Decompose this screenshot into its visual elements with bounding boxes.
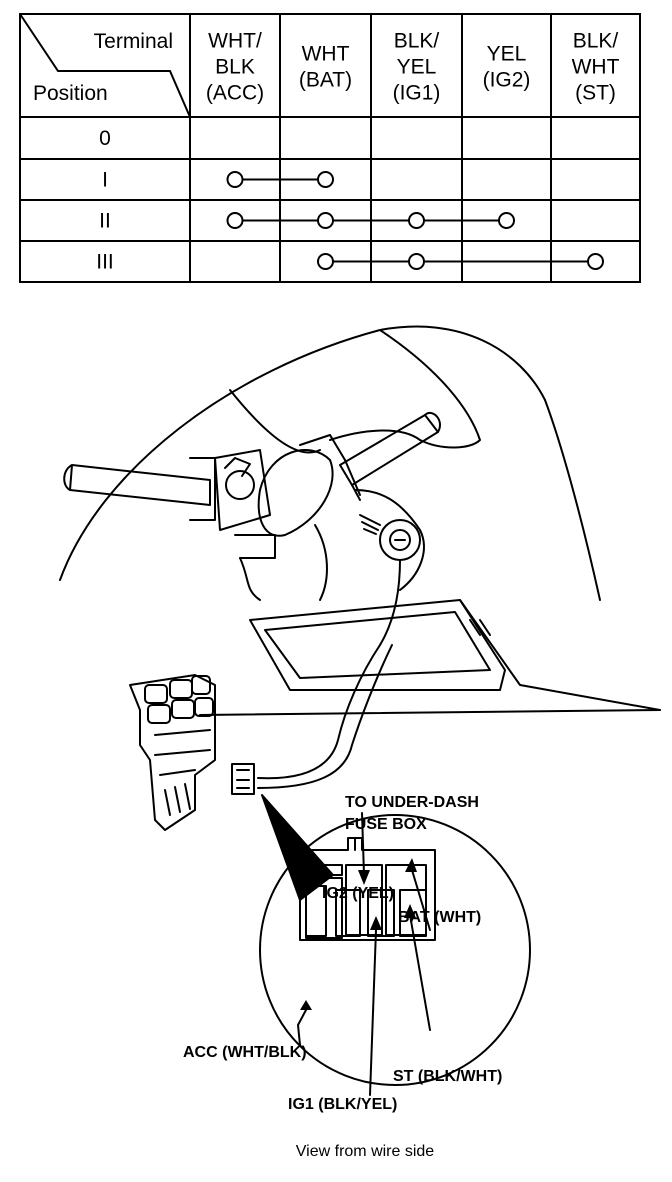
column-header-label: (IG1) — [393, 82, 441, 105]
steering-column-cover — [257, 434, 425, 601]
connector-magnifier-circle — [259, 814, 531, 1086]
column-header-label: BLK/ — [573, 30, 619, 53]
column-header-label: (ACC) — [206, 82, 264, 105]
caption: View from wire side — [296, 1143, 435, 1160]
column-header-label: (BAT) — [299, 69, 352, 92]
column-header-label: WHT — [572, 56, 620, 79]
continuity-point — [317, 171, 334, 188]
turn-signal-stalk — [63, 449, 276, 601]
dash-opening — [199, 599, 661, 716]
ignition-lock-cylinder — [359, 514, 421, 646]
continuity-point — [498, 212, 515, 229]
bat-label: BAT (WHT) — [398, 909, 481, 926]
continuity-point — [317, 253, 334, 270]
column-header-label: (ST) — [575, 82, 616, 105]
arrow-heads — [300, 858, 417, 1010]
continuity-point — [587, 253, 604, 270]
fuse-box-label-line2: FUSE BOX — [345, 816, 427, 833]
column-header-label: YEL — [487, 43, 527, 66]
column-header-label: WHT — [302, 43, 350, 66]
header-position: Position — [33, 82, 108, 105]
wire-harness — [231, 644, 393, 795]
fuse-box-label-line1: TO UNDER-DASH — [345, 794, 479, 811]
header-terminal: Terminal — [94, 30, 173, 53]
continuity-point — [226, 171, 244, 188]
ig1-label: IG1 (BLK/YEL) — [288, 1096, 397, 1113]
column-header-label: BLK/ — [394, 30, 440, 53]
continuity-point — [226, 212, 244, 229]
position-label: II — [99, 210, 111, 233]
position-label: I — [102, 169, 108, 192]
continuity-point — [408, 253, 425, 270]
continuity-point — [317, 212, 334, 229]
acc-label: ACC (WHT/BLK) — [183, 1044, 307, 1061]
leader-arrows — [297, 812, 431, 1096]
fuse-relay-block — [129, 674, 216, 831]
ig2-label: IG2 (YEL) — [322, 885, 394, 902]
column-header-label: YEL — [397, 56, 437, 79]
magnifier-pointer — [261, 794, 334, 901]
wiper-stalk — [339, 412, 441, 501]
table-border — [19, 13, 641, 283]
table-grid — [19, 13, 641, 283]
position-label: III — [96, 251, 114, 274]
column-header-label: BLK — [215, 56, 255, 79]
continuity-point — [408, 212, 425, 229]
steering-wheel — [59, 325, 601, 601]
position-label: 0 — [99, 127, 111, 150]
ignition-switch-drawing: TO UNDER-DASH FUSE BOX IG2 (YEL) BAT (WH… — [59, 325, 661, 1160]
column-header-label: (IG2) — [483, 69, 531, 92]
st-label: ST (BLK/WHT) — [393, 1068, 502, 1085]
header-diagonal — [19, 13, 191, 118]
column-header-label: WHT/ — [208, 30, 262, 53]
